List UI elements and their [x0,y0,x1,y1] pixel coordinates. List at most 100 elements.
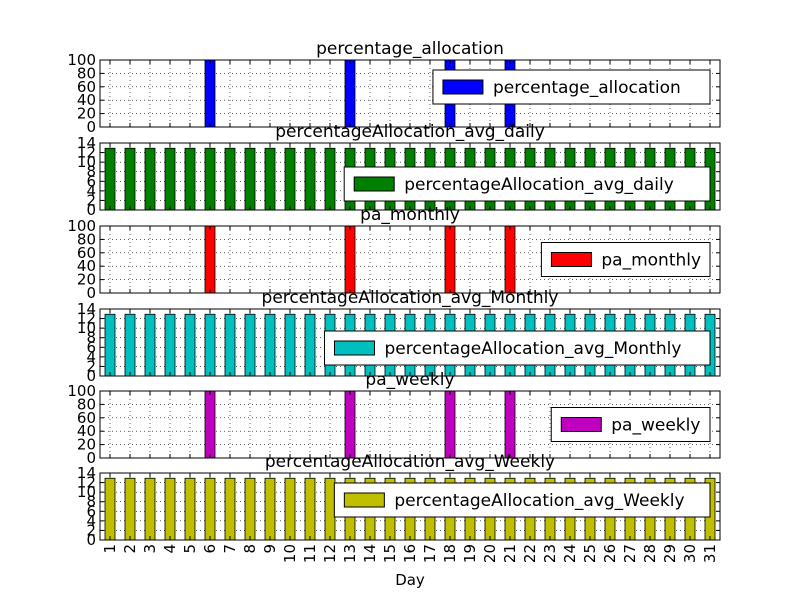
bar [244,477,256,541]
bar [204,225,216,294]
x-tick-label: 8 [241,544,259,554]
y-tick-label: 8 [86,329,96,347]
bar [144,147,156,211]
bar [324,147,336,211]
bar [104,477,116,541]
bar [264,147,276,211]
bar [204,477,216,541]
x-tick-label: 12 [321,544,339,563]
y-tick-label: 60 [77,78,96,96]
legend-swatch [343,492,385,508]
bar [304,477,316,541]
subplot-title: pa_monthly [360,205,460,225]
y-tick-label: 4 [86,182,96,200]
y-tick-label: 20 [77,436,96,454]
bar [164,147,176,211]
bar [264,313,276,377]
bar [124,477,136,541]
bar [224,477,236,541]
subplot-1: 020406080100percentage_allocationpercent… [67,39,721,136]
bar [504,225,516,294]
x-tick-label: 23 [541,544,559,563]
subplot-6: 02468101214percentageAllocation_avg_Week… [77,452,721,549]
bar [324,477,336,541]
legend-swatch [333,340,375,356]
y-tick-label: 60 [77,244,96,262]
legend-label: percentageAllocation_avg_Weekly [394,491,684,511]
y-tick-label: 100 [67,217,96,235]
legend-label: percentageAllocation_avg_daily [404,175,674,195]
y-tick-label: 8 [86,493,96,511]
legend-label: percentageAllocation_avg_Monthly [384,339,681,359]
bar [504,390,516,459]
legend: percentageAllocation_avg_daily [343,166,711,202]
y-tick-label: 100 [67,382,96,400]
y-tick-label: 0 [86,531,96,549]
y-tick-label: 12 [77,310,96,328]
y-tick-label: 8 [86,163,96,181]
subplot-title: percentageAllocation_avg_Weekly [265,452,555,472]
legend-swatch [550,252,592,267]
y-tick-label: 12 [77,474,96,492]
bar [444,225,456,294]
y-tick-label: 60 [77,409,96,427]
legend: pa_weekly [550,407,711,442]
x-tick-label: 3 [141,544,159,554]
y-tick-label: 0 [86,118,96,136]
legend-box [343,166,711,202]
y-tick-label: 0 [86,367,96,385]
y-tick-label: 4 [86,512,96,530]
y-tick-label: 2 [86,191,96,209]
x-tick-label: 20 [481,544,499,563]
bar [204,390,216,459]
legend: percentageAllocation_avg_Weekly [333,482,711,518]
bar [104,313,116,377]
x-tick-label: 7 [221,544,239,554]
y-tick-label: 6 [86,338,96,356]
y-tick-label: 10 [77,483,96,501]
legend: percentage_allocation [432,69,711,105]
x-tick-label: 11 [301,544,319,563]
y-tick-label: 12 [77,144,96,162]
legend: percentageAllocation_avg_Monthly [323,330,711,366]
bar [284,147,296,211]
x-tick-label: 29 [661,544,679,563]
legend-box [323,330,711,366]
y-tick-label: 20 [77,271,96,289]
bar [144,313,156,377]
bar [344,59,356,128]
x-tick-label: 15 [381,544,399,563]
subplot-title: percentageAllocation_avg_daily [275,122,545,142]
legend-swatch [560,417,602,432]
y-tick-label: 100 [67,51,96,69]
subplot-4: 02468101214percentageAllocation_avg_Mont… [77,288,721,385]
subplot-2: 02468101214percentageAllocation_avg_dail… [77,122,721,219]
y-tick-label: 6 [86,172,96,190]
legend-label: pa_monthly [601,251,701,271]
y-tick-label: 80 [77,395,96,413]
y-tick-label: 80 [77,230,96,248]
bar [264,477,276,541]
y-tick-label: 10 [77,153,96,171]
subplot-title: percentage_allocation [316,39,504,59]
bar [144,477,156,541]
bar [184,313,196,377]
x-tick-label: 10 [281,544,299,563]
bar [344,390,356,459]
y-tick-label: 14 [77,300,96,318]
x-tick-label: 6 [201,544,219,554]
y-tick-label: 0 [86,201,96,219]
bar [344,225,356,294]
legend-box [333,482,711,518]
bar [204,313,216,377]
y-tick-label: 20 [77,105,96,123]
bar [444,390,456,459]
y-tick-label: 2 [86,357,96,375]
x-axis-label: Day [395,571,425,589]
x-tick-label: 14 [361,544,379,563]
y-tick-label: 6 [86,502,96,520]
bar [204,147,216,211]
bar [184,147,196,211]
